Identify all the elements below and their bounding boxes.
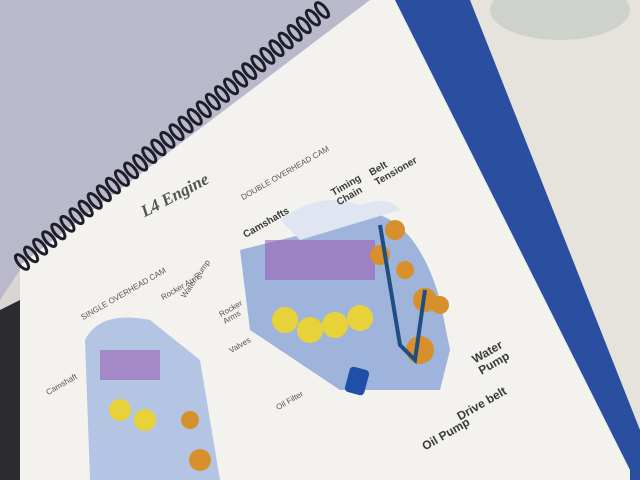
spiral-coil [123, 161, 140, 180]
spiral-coil [195, 100, 212, 119]
spiral-coil [259, 46, 276, 65]
spiral-coil [204, 92, 221, 111]
spiral-coil [241, 62, 258, 80]
spiral-coil [50, 222, 67, 241]
spiral-coil [250, 54, 267, 73]
spiral-binding [13, 1, 331, 271]
spiral-coil [186, 108, 203, 126]
spiral-coil [113, 169, 131, 187]
spiral-coil [295, 16, 312, 35]
spiral-coil [41, 230, 58, 248]
spiral-coil [86, 192, 103, 210]
spiral-coil [159, 130, 176, 149]
spiral-coil [95, 184, 112, 203]
spiral-coil [32, 237, 49, 256]
spiral-coil [268, 39, 285, 58]
dohc-engine-illustration [240, 200, 450, 396]
spiral-coil [13, 253, 31, 271]
spiral-coil [141, 146, 158, 164]
left-shadow [0, 300, 20, 480]
spiral-coil [286, 24, 303, 42]
spiral-coil [213, 85, 231, 103]
spiral-coil [223, 77, 240, 96]
spiral-coil [277, 31, 294, 50]
background-surface [0, 0, 400, 300]
spiral-coil [77, 199, 94, 218]
glass-object [490, 0, 630, 40]
spiral-coil [104, 176, 121, 195]
spiral-coil [168, 123, 185, 142]
spiral-coil [313, 1, 331, 19]
spiral-coil [150, 138, 167, 157]
sohc-engine-illustration [85, 317, 220, 480]
spiral-coil [132, 153, 149, 172]
spiral-coil [59, 214, 76, 233]
spiral-coil [304, 8, 321, 27]
spiral-coil [232, 69, 249, 88]
spiral-coil [23, 245, 40, 264]
spiral-coil [68, 207, 85, 226]
spiral-coil [177, 115, 194, 134]
